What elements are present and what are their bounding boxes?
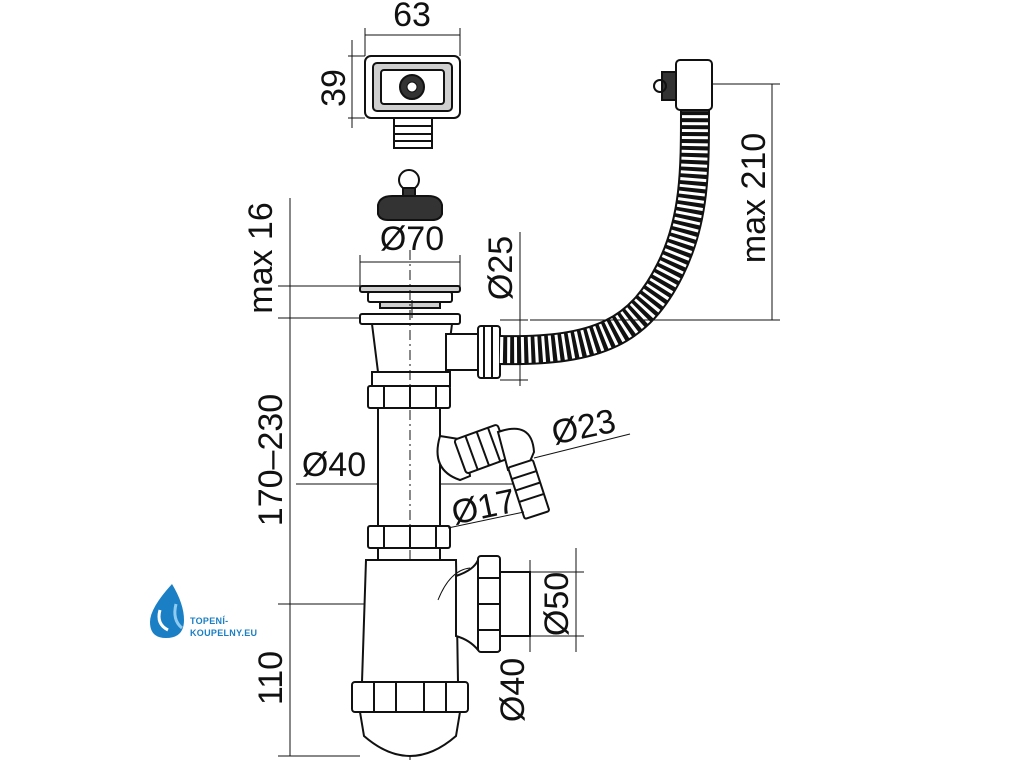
logo-line1: TOPENÍ- xyxy=(190,616,228,626)
dim-max210-label: max 210 xyxy=(735,133,773,263)
dim-max16-label: max 16 xyxy=(242,202,280,314)
dim-d23-label: Ø23 xyxy=(548,402,619,453)
dim-max16: max 16 xyxy=(242,198,360,330)
dim-d40-pipe: Ø40 xyxy=(296,446,530,485)
bottle-trap xyxy=(351,555,531,757)
water-drop-icon xyxy=(150,584,184,638)
dim-max210: max 210 xyxy=(530,83,780,321)
dim-110-label: 110 xyxy=(252,651,290,705)
dim-d70-label: Ø70 xyxy=(380,220,444,258)
logo-line2: KOUPELNY.EU xyxy=(190,628,257,638)
plug-stopper xyxy=(377,169,443,221)
dim-d40-outlet-label: Ø40 xyxy=(494,658,532,722)
dim-d40-outlet: Ø40 xyxy=(494,560,532,722)
dim-39: 39 xyxy=(315,40,365,128)
dim-170-230: 170–230 xyxy=(252,318,530,605)
dim-d23: Ø23 xyxy=(533,402,631,459)
dim-63: 63 xyxy=(364,0,461,56)
dim-d17-label: Ø17 xyxy=(448,482,519,533)
dim-d25-label: Ø25 xyxy=(482,236,520,300)
overflow-hose xyxy=(499,59,713,366)
appliance-connector xyxy=(436,424,550,520)
dim-d50: Ø50 xyxy=(500,548,584,652)
upper-body xyxy=(370,323,501,387)
dim-63-label: 63 xyxy=(393,0,431,34)
dim-39-label: 39 xyxy=(315,69,353,107)
dim-d17: Ø17 xyxy=(447,482,525,533)
dim-d40-pipe-label: Ø40 xyxy=(302,446,366,484)
dim-170-230-label: 170–230 xyxy=(252,394,290,526)
dim-110: 110 xyxy=(252,604,360,757)
overflow-rosette xyxy=(364,55,461,149)
dim-d50-label: Ø50 xyxy=(538,572,576,636)
brand-logo: TOPENÍ- KOUPELNY.EU xyxy=(150,584,257,638)
